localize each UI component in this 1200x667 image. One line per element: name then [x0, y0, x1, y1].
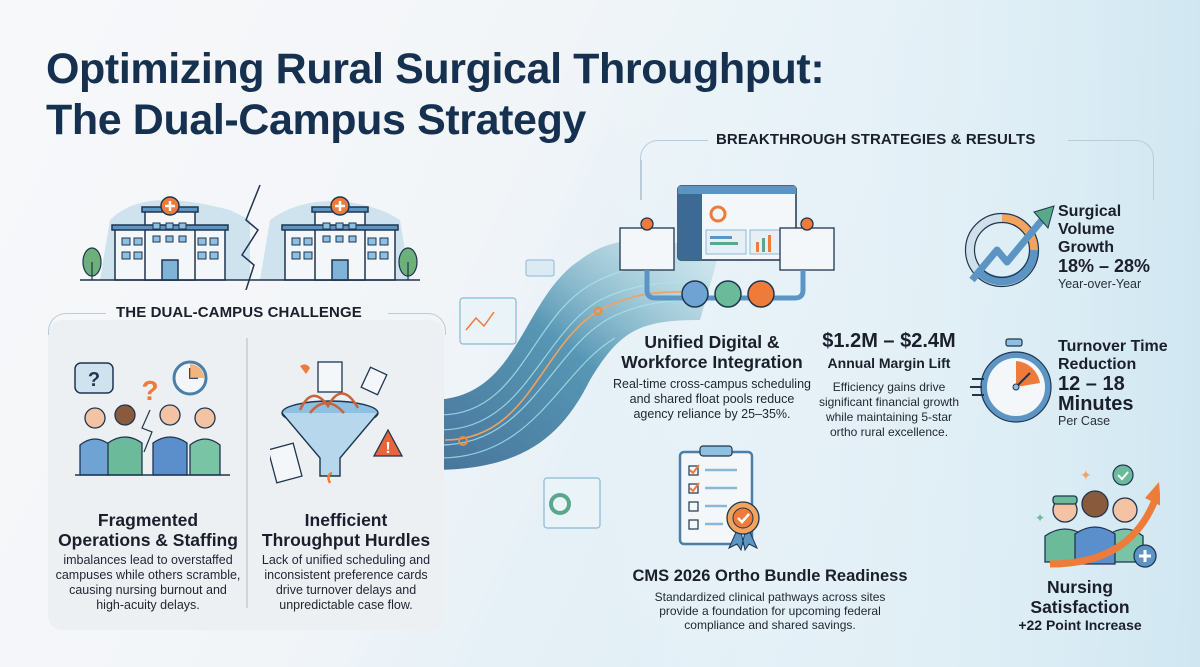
title-line-1: Optimizing Rural Surgical Throughput:	[46, 45, 825, 93]
results-frame-right	[1132, 140, 1154, 200]
results-frame-left	[640, 140, 662, 162]
split-hospitals-icon	[80, 184, 420, 290]
results-line-right	[1068, 140, 1134, 141]
heading-frame-left	[48, 313, 70, 335]
volume-title: Surgical Volume Growth	[1058, 203, 1122, 256]
cms-text: Standardized clinical pathways across si…	[654, 590, 886, 632]
results-frame-left-side	[640, 160, 642, 200]
margin-value: $1.2M – $2.4M	[822, 330, 956, 352]
unified-dashboard-icon	[619, 185, 835, 308]
turnover-title: Turnover Time Reduction	[1058, 338, 1168, 373]
challenge-heading: THE DUAL-CAMPUS CHALLENGE	[116, 304, 362, 321]
integration-text: Real-time cross-campus scheduling and sh…	[613, 377, 811, 421]
title-line-2: The Dual-Campus Strategy	[46, 96, 586, 144]
svg-text:✦: ✦	[1080, 468, 1092, 484]
throughput-hurdles-title: Inefficient Throughput Hurdles	[261, 510, 431, 550]
heading-line-right	[388, 313, 426, 314]
growth-chart-icon	[964, 205, 1055, 288]
results-heading: BREAKTHROUGH STRATEGIES & RESULTS	[716, 131, 1036, 148]
svg-text:!: !	[385, 440, 390, 457]
svg-text:?: ?	[88, 369, 100, 391]
volume-sub: Year-over-Year	[1058, 277, 1142, 291]
stressed-staff-icon: ? ?	[74, 360, 230, 476]
nursing-sub: +22 Point Increase	[1018, 617, 1142, 633]
throughput-hurdles-text: Lack of unified scheduling and inconsist…	[261, 553, 431, 612]
nursing-title: Nursing Satisfaction	[1030, 577, 1130, 617]
checklist-badge-icon	[678, 445, 760, 552]
svg-text:?: ?	[141, 375, 158, 406]
turnover-value: 12 – 18 Minutes	[1058, 373, 1134, 415]
clogged-funnel-icon: !	[270, 361, 404, 484]
page-title: Optimizing Rural Surgical Throughput: Th…	[46, 44, 825, 146]
fragmented-operations-title: Fragmented Operations & Staffing	[58, 510, 238, 550]
turnover-sub: Per Case	[1058, 414, 1111, 428]
challenge-divider	[246, 338, 248, 608]
results-line-left	[660, 140, 708, 141]
heading-line-left	[68, 313, 106, 314]
fragmented-operations-text: imbalances lead to overstaffed campuses …	[55, 553, 241, 612]
margin-text: Efficiency gains drive significant finan…	[818, 380, 960, 439]
margin-label: Annual Margin Lift	[827, 355, 951, 371]
integration-title: Unified Digital & Workforce Integration	[621, 332, 803, 372]
happy-nurses-icon: ✦ ✦	[1035, 464, 1160, 568]
stopwatch-icon	[970, 338, 1052, 423]
svg-text:✦: ✦	[1035, 511, 1045, 525]
volume-value: 18% – 28%	[1058, 256, 1151, 276]
cms-title: CMS 2026 Ortho Bundle Readiness	[632, 567, 908, 585]
